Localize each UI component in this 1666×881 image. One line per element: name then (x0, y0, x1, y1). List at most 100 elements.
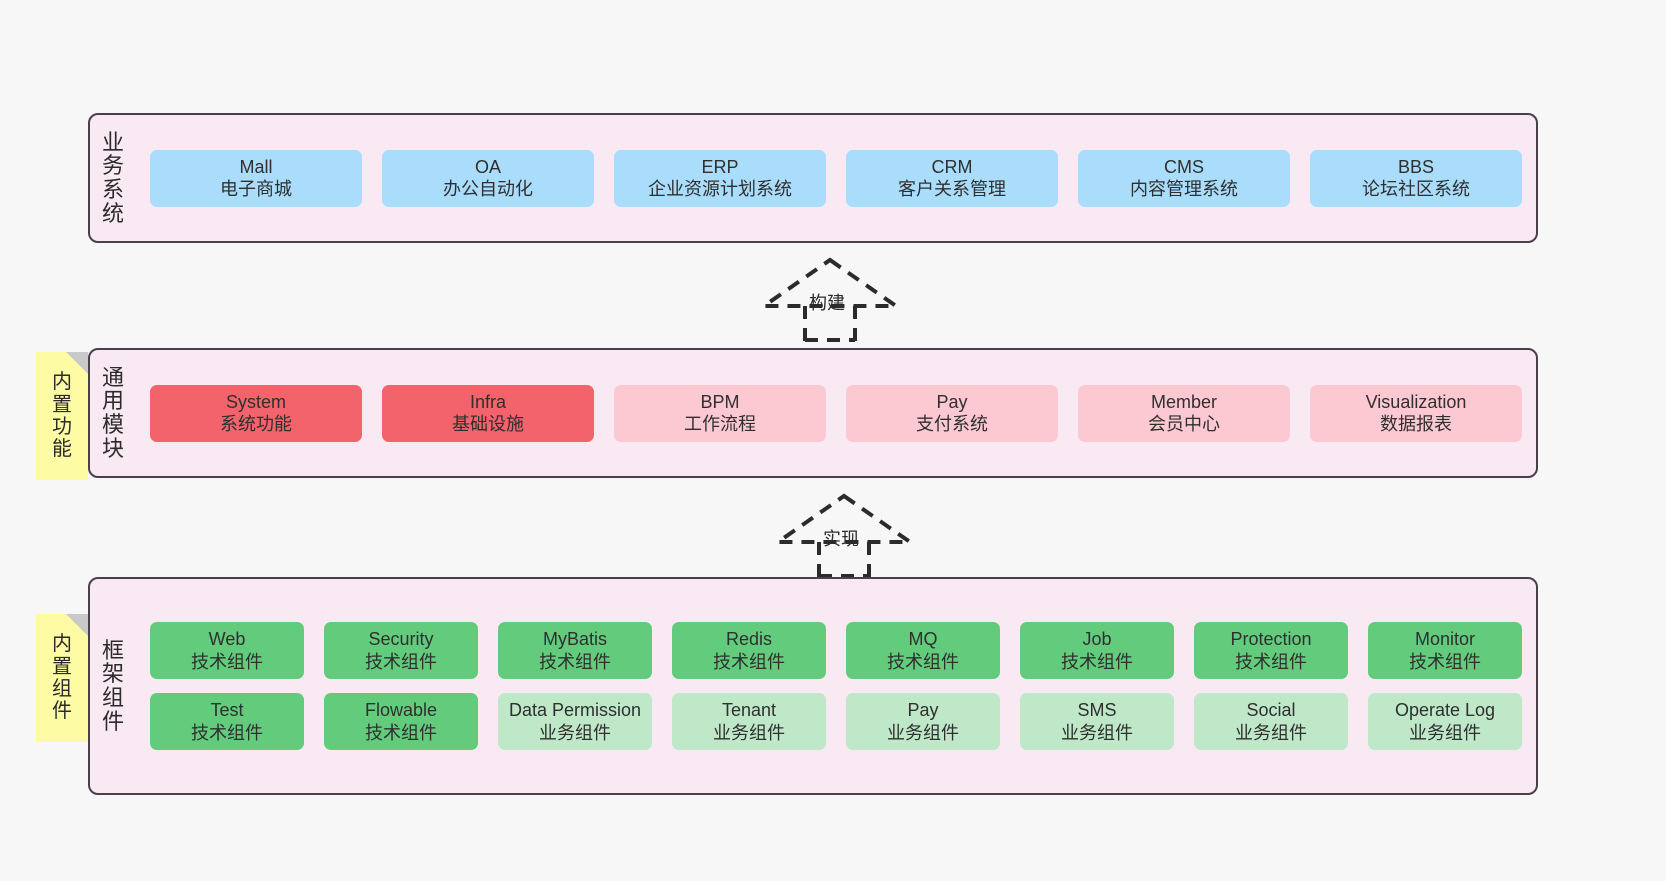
card-bbs[interactable]: BBS 论坛社区系统 (1310, 149, 1522, 207)
card-title: Protection (1230, 629, 1312, 649)
card-subtitle: 技术组件 (713, 651, 785, 672)
card-subtitle: 技术组件 (365, 651, 437, 672)
folded-corner-icon (66, 614, 88, 636)
card-social[interactable]: Social 业务组件 (1194, 693, 1348, 750)
card-mybatis[interactable]: MyBatis 技术组件 (498, 622, 652, 679)
card-infra[interactable]: Infra 基础设施 (382, 384, 594, 442)
card-title: Flowable (364, 700, 438, 720)
card-system[interactable]: System 系统功能 (150, 384, 362, 442)
card-subtitle: 业务组件 (713, 722, 785, 743)
card-subtitle: 业务组件 (1409, 722, 1481, 743)
card-title: System (225, 391, 286, 412)
card-title: Security (368, 629, 434, 649)
card-subtitle: 企业资源计划系统 (648, 179, 792, 199)
sticky-char: 置 (52, 655, 72, 678)
label-char: 通 (101, 364, 124, 390)
card-subtitle: 客户关系管理 (898, 179, 1006, 199)
card-cms[interactable]: CMS 内容管理系统 (1078, 149, 1290, 207)
connector-label-build: 构建 (809, 293, 845, 313)
card-subtitle: 业务组件 (887, 722, 959, 743)
card-subtitle: 电子商城 (220, 179, 292, 199)
card-title: Tenant (721, 700, 777, 720)
card-title: Test (210, 700, 244, 720)
card-flowable[interactable]: Flowable 技术组件 (324, 693, 478, 750)
card-protection[interactable]: Protection 技术组件 (1194, 622, 1348, 679)
common-module-cards-container: System 系统功能 Infra 基础设施 BPM 工作流程 Pay 支付系统… (136, 350, 1536, 476)
label-char: 统 (101, 200, 124, 226)
card-subtitle: 技术组件 (191, 722, 263, 743)
card-subtitle: 技术组件 (191, 651, 263, 672)
label-char: 件 (101, 708, 124, 734)
card-security[interactable]: Security 技术组件 (324, 622, 478, 679)
card-subtitle: 技术组件 (1409, 651, 1481, 672)
card-title: Infra (469, 391, 507, 412)
card-mq[interactable]: MQ 技术组件 (846, 622, 1000, 679)
card-subtitle: 技术组件 (365, 722, 437, 743)
card-subtitle: 数据报表 (1380, 414, 1452, 434)
card-sms[interactable]: SMS 业务组件 (1020, 693, 1174, 750)
card-redis[interactable]: Redis 技术组件 (672, 622, 826, 679)
card-operate-log[interactable]: Operate Log 业务组件 (1368, 693, 1522, 750)
layer-panel-business-system[interactable]: 业 务 系 统 Mall 电子商城 OA 办公自动化 ERP 企业资源计划系统 (88, 113, 1538, 243)
card-visualization[interactable]: Visualization 数据报表 (1310, 384, 1522, 442)
card-crm[interactable]: CRM 客户关系管理 (846, 149, 1058, 207)
card-job[interactable]: Job 技术组件 (1020, 622, 1174, 679)
card-tenant[interactable]: Tenant 业务组件 (672, 693, 826, 750)
card-pay-module[interactable]: Pay 支付系统 (846, 384, 1058, 442)
card-title: Mall (239, 156, 273, 177)
card-title: SMS (1077, 700, 1117, 720)
card-subtitle: 技术组件 (539, 651, 611, 672)
card-title: Redis (725, 629, 773, 649)
label-char: 务 (101, 153, 124, 179)
card-oa[interactable]: OA 办公自动化 (382, 149, 594, 207)
card-title: Data Permission (508, 700, 642, 720)
layer-label-common-module: 通 用 模 块 (90, 350, 136, 476)
card-subtitle: 内容管理系统 (1130, 179, 1238, 199)
card-title: OA (474, 156, 501, 177)
sticky-note-builtin-features[interactable]: 内 置 功 能 (36, 352, 88, 480)
card-subtitle: 业务组件 (1061, 722, 1133, 743)
card-erp[interactable]: ERP 企业资源计划系统 (614, 149, 826, 207)
card-subtitle: 技术组件 (1235, 651, 1307, 672)
card-row: Mall 电子商城 OA 办公自动化 ERP 企业资源计划系统 CRM 客户关系… (150, 149, 1522, 207)
card-pay-component[interactable]: Pay 业务组件 (846, 693, 1000, 750)
card-subtitle: 办公自动化 (443, 179, 533, 199)
card-title: Job (1082, 629, 1112, 649)
label-char: 系 (101, 177, 124, 202)
card-member[interactable]: Member 会员中心 (1078, 384, 1290, 442)
sticky-note-builtin-components[interactable]: 内 置 组 件 (36, 614, 88, 742)
card-web[interactable]: Web 技术组件 (150, 622, 304, 679)
card-row: Web 技术组件 Security 技术组件 MyBatis 技术组件 Redi… (150, 622, 1522, 679)
card-mall[interactable]: Mall 电子商城 (150, 149, 362, 207)
card-title: Monitor (1414, 629, 1476, 649)
card-monitor[interactable]: Monitor 技术组件 (1368, 622, 1522, 679)
card-subtitle: 技术组件 (1061, 651, 1133, 672)
card-subtitle: 支付系统 (916, 414, 988, 434)
folded-corner-icon (66, 352, 88, 374)
layer-panel-common-module[interactable]: 通 用 模 块 System 系统功能 Infra 基础设施 BPM 工作流程 (88, 348, 1538, 478)
card-title: MQ (908, 629, 938, 649)
business-cards-container: Mall 电子商城 OA 办公自动化 ERP 企业资源计划系统 CRM 客户关系… (136, 115, 1536, 241)
label-char: 架 (101, 661, 124, 687)
label-char: 块 (101, 435, 124, 461)
sticky-char: 内 (52, 371, 72, 394)
card-row: Test 技术组件 Flowable 技术组件 Data Permission … (150, 693, 1522, 750)
card-subtitle: 论坛社区系统 (1362, 179, 1470, 199)
card-title: CRM (931, 156, 973, 177)
card-title: CMS (1164, 156, 1204, 177)
card-title: BPM (700, 391, 740, 412)
card-subtitle: 技术组件 (887, 651, 959, 672)
card-subtitle: 系统功能 (220, 414, 292, 434)
card-title: Visualization (1365, 391, 1467, 412)
connector-label-realize: 实现 (823, 529, 859, 549)
sticky-char: 件 (52, 700, 72, 723)
card-test[interactable]: Test 技术组件 (150, 693, 304, 750)
label-char: 框 (101, 637, 124, 663)
card-data-permission[interactable]: Data Permission 业务组件 (498, 693, 652, 750)
card-bpm[interactable]: BPM 工作流程 (614, 384, 826, 442)
sticky-char: 能 (52, 438, 72, 461)
card-title: MyBatis (542, 629, 607, 649)
layer-panel-framework-components[interactable]: 框 架 组 件 Web 技术组件 Security 技术组件 MyBatis 技… (88, 577, 1538, 795)
label-char: 组 (101, 685, 124, 710)
